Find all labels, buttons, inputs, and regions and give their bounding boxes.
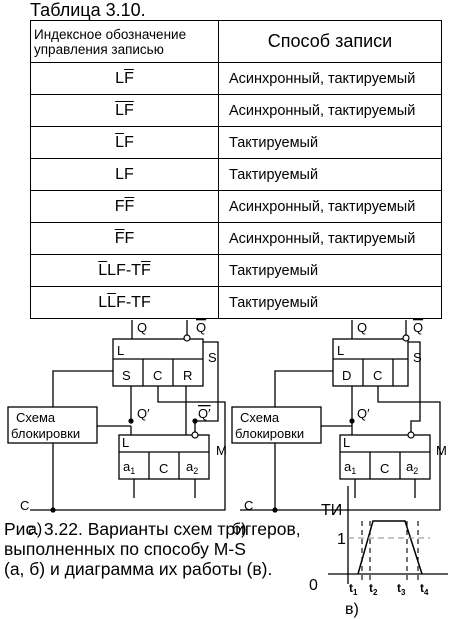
index-code-cell: LLF-TF xyxy=(30,254,219,287)
master-register-b xyxy=(339,434,431,480)
timing-t4: t4 xyxy=(420,581,429,597)
figure-label-a: а) xyxy=(28,521,42,538)
index-code-cell: FF xyxy=(30,222,219,255)
lock-label1-b: Схема xyxy=(240,410,280,425)
timing-zero-label: 0 xyxy=(309,577,318,594)
timing-ti-label: ТИ xyxy=(321,502,342,519)
input-s-a: S xyxy=(122,368,131,383)
slave-label-a: S xyxy=(208,350,217,365)
write-mode-cell: Тактируемый xyxy=(218,126,442,159)
index-code-cell: LF xyxy=(30,158,219,191)
input-c-b: C xyxy=(373,368,382,383)
write-control-table: Индексное обозначение управления записью… xyxy=(30,20,442,319)
master-l-b: L xyxy=(343,435,350,450)
input-a2-a: a2 xyxy=(186,459,198,476)
write-mode-cell: Асинхронный, тактируемый xyxy=(218,62,442,95)
qprime-b: Q′ xyxy=(357,406,370,421)
header-index-designation: Индексное обозначение управления записью xyxy=(30,20,219,63)
input-a1-b: a1 xyxy=(344,459,356,476)
write-mode-cell: Асинхронный, тактируемый xyxy=(218,190,442,223)
write-mode-cell: Асинхронный, тактируемый xyxy=(218,222,442,255)
figure-caption: Рис. 3.22. Варианты схем триггеров, выпо… xyxy=(4,519,301,579)
index-code-cell: LLF-TF xyxy=(30,286,219,319)
master-l-a: L xyxy=(122,435,129,450)
slave-l-a: L xyxy=(117,343,124,358)
output-qbar-b: Q xyxy=(413,320,423,335)
write-mode-cell: Асинхронный, тактируемый xyxy=(218,94,442,127)
input-d-b: D xyxy=(342,368,351,383)
index-code-cell: LF xyxy=(30,62,219,95)
index-code-cell: FF xyxy=(30,190,219,223)
index-code-cell: LF xyxy=(30,94,219,127)
write-mode-cell: Тактируемый xyxy=(218,158,442,191)
write-mode-cell: Тактируемый xyxy=(218,286,442,319)
input-a2-b: a2 xyxy=(406,459,418,476)
trigger-figure: Q Q L S C R S Q′ Q′ Схема блокировки L a… xyxy=(7,320,448,618)
qprime-a: Q′ xyxy=(137,406,150,421)
index-code-cell: LF xyxy=(30,126,219,159)
clock-c-a: C xyxy=(20,498,29,513)
clock-c-b: C xyxy=(244,498,253,513)
timing-t1: t1 xyxy=(349,581,358,597)
input-a1-a: a1 xyxy=(123,459,135,476)
master-label-a: M xyxy=(216,443,227,458)
master-label-b: M xyxy=(436,443,447,458)
header-write-mode: Способ записи xyxy=(218,20,442,63)
timing-t3: t3 xyxy=(397,581,406,597)
figure-label-v: в) xyxy=(345,601,359,618)
lock-label2-b: блокировки xyxy=(235,426,304,441)
lock-label2-a: блокировки xyxy=(11,426,80,441)
slave-l-b: L xyxy=(337,343,344,358)
output-q-a: Q xyxy=(137,320,147,335)
write-mode-cell: Тактируемый xyxy=(218,254,442,287)
master-register-a xyxy=(118,434,210,480)
table-title: Таблица 3.10. xyxy=(30,0,146,20)
table-header-row: Индексное обозначение управления записью… xyxy=(30,20,442,63)
figure-label-b: б) xyxy=(232,521,247,538)
lock-label1-a: Схема xyxy=(16,410,56,425)
slave-label-b: S xyxy=(413,350,422,365)
timing-one-label: 1 xyxy=(337,531,346,548)
qprime-bar-a: Q′ xyxy=(198,406,211,421)
input-r-a: R xyxy=(183,368,192,383)
slave-register-b xyxy=(332,338,409,387)
timing-t2: t2 xyxy=(369,581,378,597)
lock-circuit-b xyxy=(231,406,322,444)
clock-pulse xyxy=(357,520,423,575)
output-q-b: Q xyxy=(357,320,367,335)
output-qbar-a: Q xyxy=(196,320,206,335)
master-c-b: C xyxy=(380,461,389,476)
master-c-a: C xyxy=(159,461,168,476)
input-c-a: C xyxy=(153,368,162,383)
